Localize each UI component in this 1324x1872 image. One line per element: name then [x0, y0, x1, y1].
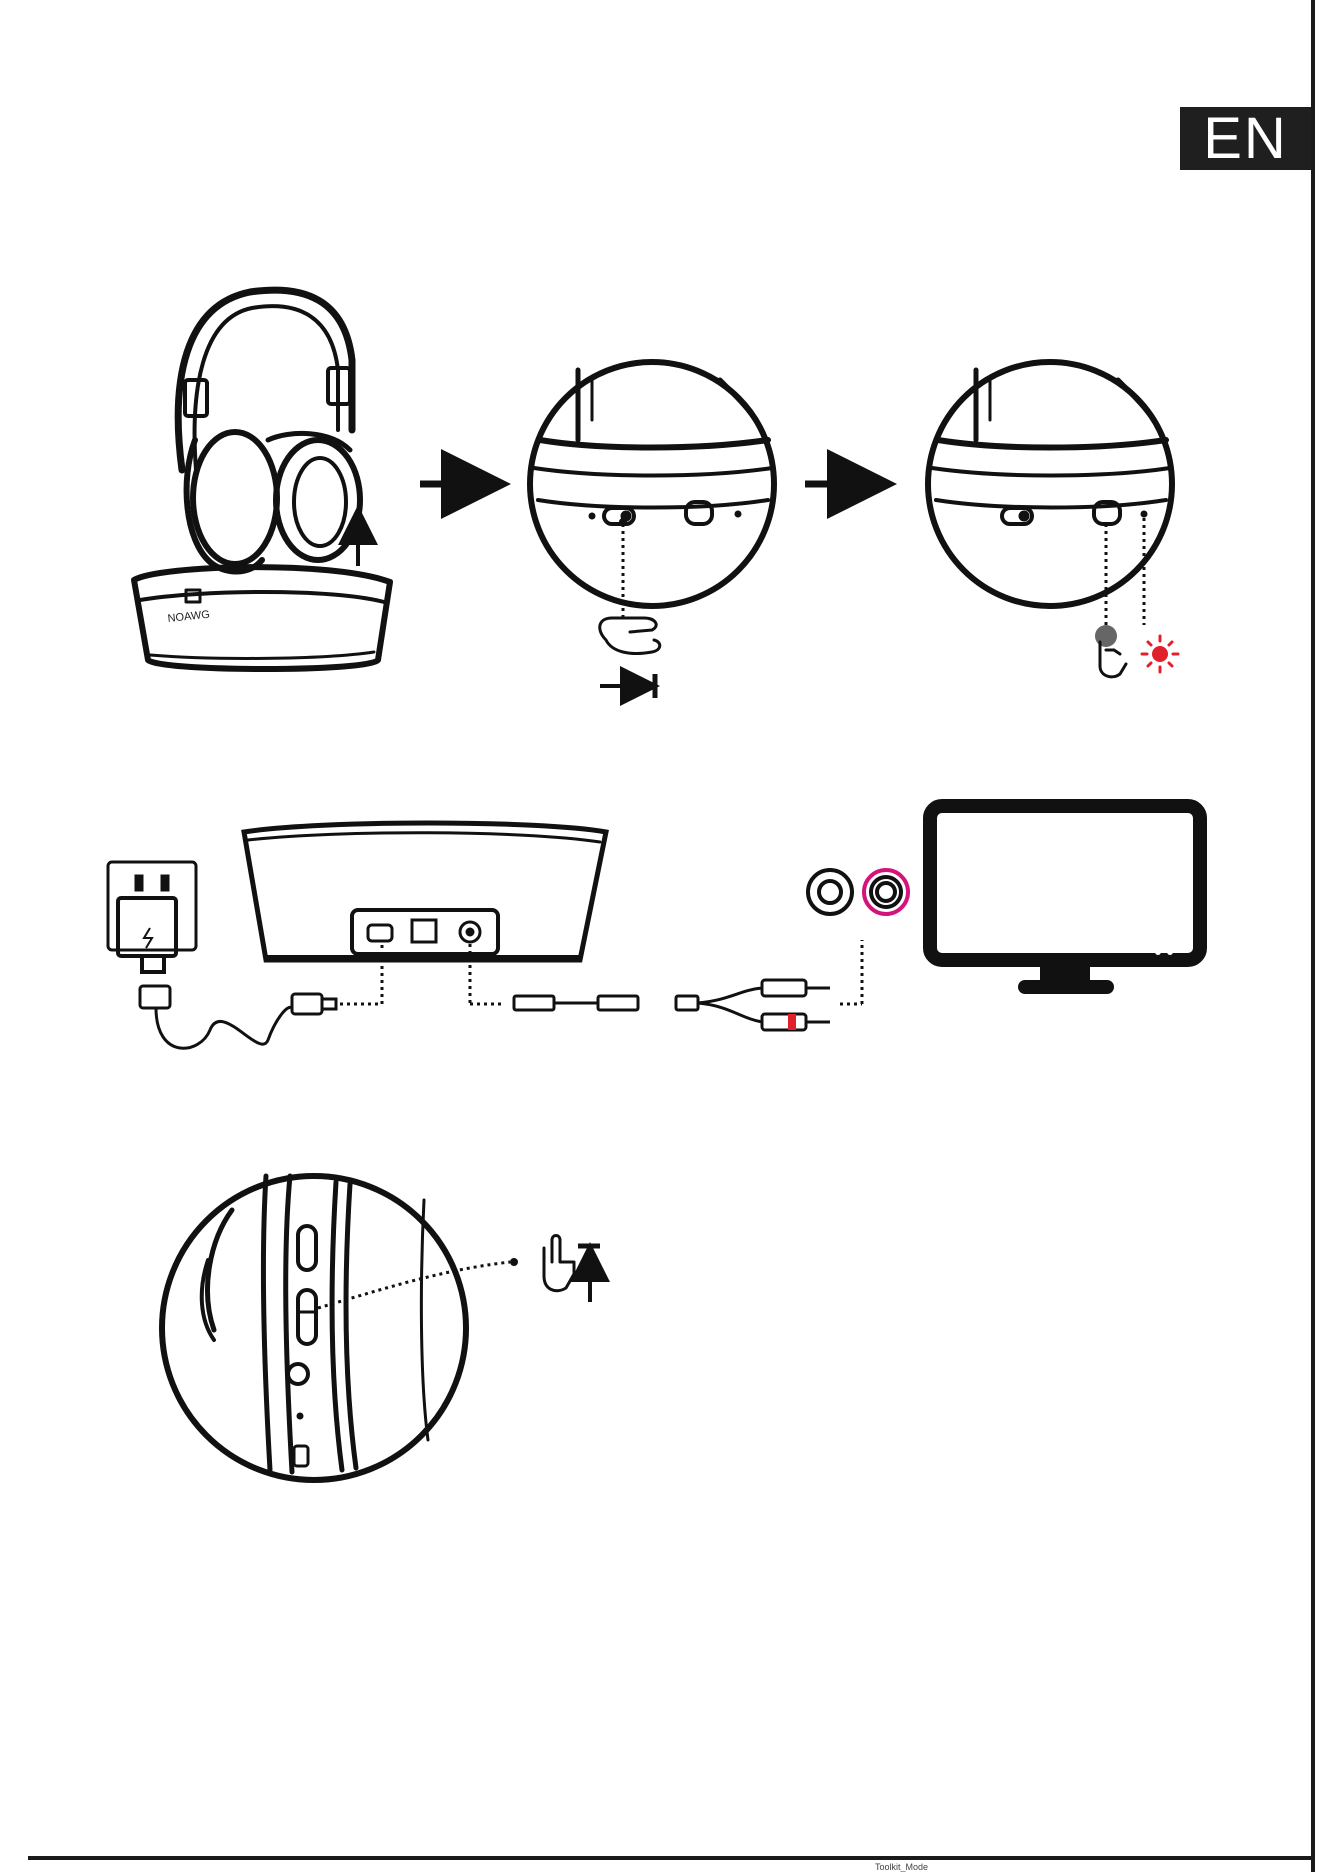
- usb-cable: [140, 986, 336, 1048]
- wall-socket: [108, 862, 196, 950]
- power-adapter: [118, 898, 176, 972]
- step5-zoom-earcup-slider: [162, 1176, 466, 1480]
- tv-icon: [930, 806, 1200, 994]
- hand-press-icon: [1100, 642, 1126, 677]
- audio-cable: [514, 980, 830, 1030]
- hand-push-icon: [544, 1236, 574, 1291]
- step2-zoom-power-switch: [530, 362, 774, 606]
- step3-zoom-press-button: [928, 362, 1172, 606]
- rca-red-socket: [864, 870, 908, 914]
- rca-white-socket: [808, 870, 852, 914]
- base-brand-label: NOAWG: [167, 609, 210, 625]
- red-led-icon: [1142, 636, 1178, 672]
- base-back-view: [244, 823, 606, 960]
- press-indicator: [1095, 625, 1117, 647]
- hand-slide-icon: [600, 618, 660, 654]
